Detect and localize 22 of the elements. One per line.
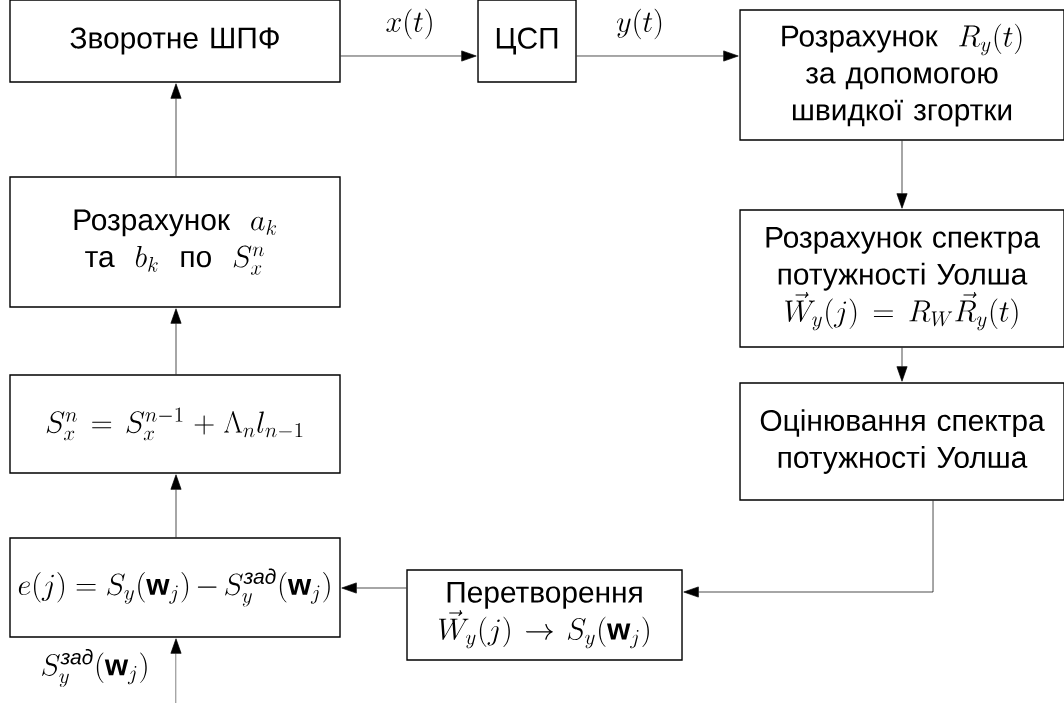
- arrow: [341, 582, 407, 594]
- process-box: Оцінювання спектра потужності Уолша: [739, 382, 1064, 501]
- arrow: [896, 140, 908, 209]
- arrow: [576, 50, 739, 62]
- arrow: [170, 83, 182, 177]
- process-box: $e(j) = S_y(\mathbf{w}_j) - S_y^{\text{\itshape зад}}(\mathbf{w}_j)$: [9, 537, 341, 638]
- process-box: Перетворення $\vec{W}_y(j) \to S_y(\mathbf{w}_j)$: [406, 569, 683, 661]
- process-box: $S_x^n = S_x^{n-1} + \Lambda_n l_{n-1}$: [9, 374, 341, 474]
- process-box: Зворотне ШПФ: [9, 0, 341, 83]
- arrow: [170, 474, 182, 538]
- arrow: [170, 308, 182, 375]
- edge-label: $x(t)$: [383, 7, 437, 41]
- arrow: [683, 500, 934, 598]
- arrow: [170, 638, 182, 703]
- process-box: Розрахунок $a_k$ та $b_k$ по $S_x^n$: [9, 176, 341, 308]
- process-box: Розрахунок спектра потужності Уолша $\vec{W}_y(j) = R_W \vec{R}_y(t)$: [739, 209, 1064, 348]
- arrow: [340, 50, 477, 62]
- process-box: Розрахунок $R_y(t)$ за допомогою швидкої згортки: [739, 9, 1064, 141]
- arrow: [896, 347, 908, 382]
- edge-label: $S_y^{\text{\itshape зад}}(\mathbf{w}_j)$: [38, 647, 152, 689]
- process-box: ЦСП: [477, 0, 577, 83]
- edge-label: $y(t)$: [614, 7, 666, 41]
